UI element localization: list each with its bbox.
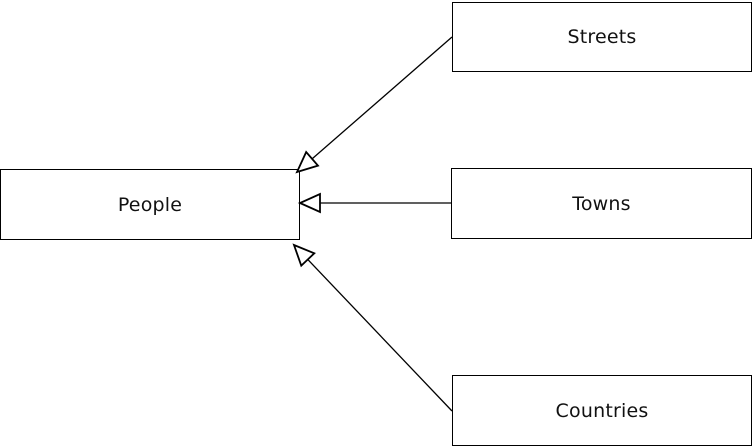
node-countries[interactable]: Countries xyxy=(452,375,752,446)
node-people-label: People xyxy=(117,193,183,216)
edge-streets-line xyxy=(295,36,453,174)
edge-countries-line xyxy=(292,243,453,412)
node-countries-label: Countries xyxy=(555,399,649,422)
node-people[interactable]: People xyxy=(0,169,300,240)
node-streets-label: Streets xyxy=(567,26,637,48)
node-towns-label: Towns xyxy=(572,192,631,215)
node-towns[interactable]: Towns xyxy=(451,168,752,239)
edge-streets-to-people[interactable] xyxy=(295,36,453,174)
node-streets[interactable]: Streets xyxy=(452,2,752,72)
edge-countries-to-people[interactable] xyxy=(292,243,453,412)
